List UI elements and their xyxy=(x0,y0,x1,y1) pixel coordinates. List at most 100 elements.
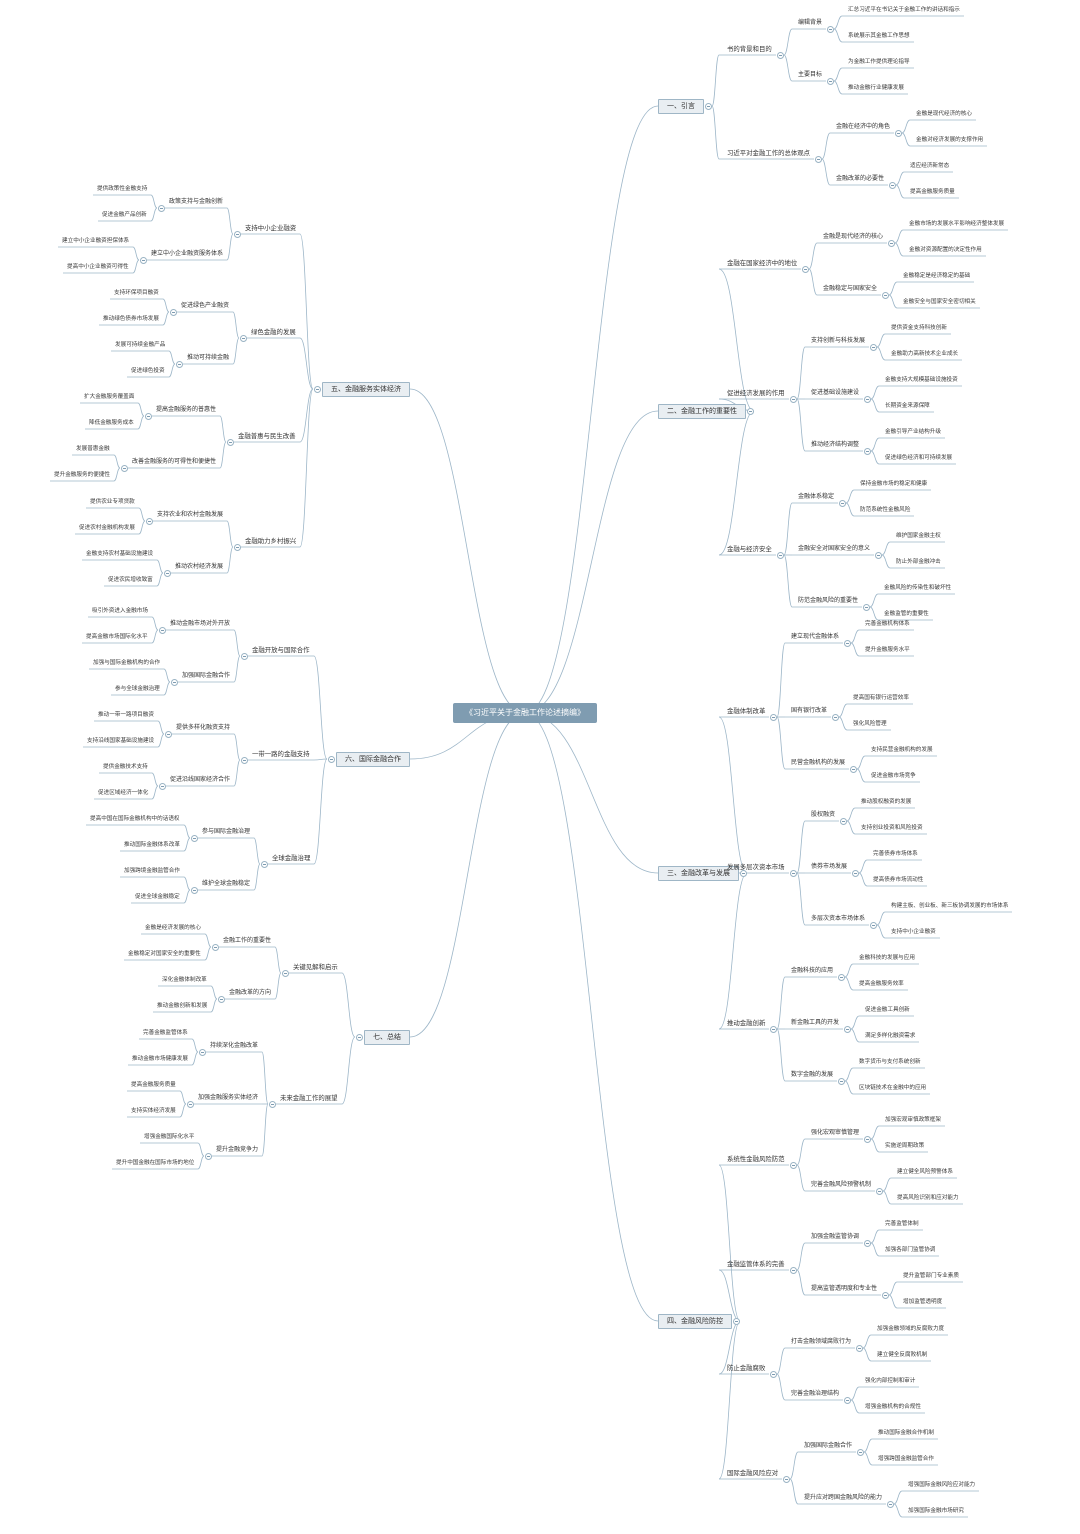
collapse-toggle-icon[interactable] xyxy=(776,51,784,59)
leaf-node[interactable]: 发展普惠金融 xyxy=(76,446,110,452)
branch-node[interactable]: 支持农业和农村金融发展 xyxy=(157,511,224,518)
collapse-toggle-icon[interactable] xyxy=(268,1100,276,1108)
branch-node[interactable]: 民营金融机构的发展 xyxy=(791,759,846,766)
leaf-node[interactable]: 推动金融行业健康发展 xyxy=(848,85,904,91)
collapse-toggle-icon[interactable] xyxy=(863,1135,871,1143)
collapse-toggle-icon[interactable] xyxy=(863,395,871,403)
leaf-node[interactable]: 发展可持续金融产品 xyxy=(115,342,166,348)
collapse-toggle-icon[interactable] xyxy=(704,102,712,110)
branch-node[interactable]: 促进基础设施建设 xyxy=(811,389,860,396)
branch-node[interactable]: 金融改革的方向 xyxy=(229,989,272,996)
subtopic-node[interactable]: 支持中小企业融资 xyxy=(245,224,297,232)
leaf-node[interactable]: 支持沿线国家基础设施建设 xyxy=(87,738,155,744)
branch-node[interactable]: 金融安全对国家安全的意义 xyxy=(798,545,871,552)
leaf-node[interactable]: 促进金融产品创新 xyxy=(102,212,147,218)
collapse-toggle-icon[interactable] xyxy=(144,412,152,420)
leaf-node[interactable]: 强化风险管理 xyxy=(853,721,887,727)
collapse-toggle-icon[interactable] xyxy=(843,639,851,647)
branch-node[interactable]: 金融体系稳定 xyxy=(798,493,835,500)
leaf-node[interactable]: 提高金融服务效率 xyxy=(859,981,904,987)
collapse-toggle-icon[interactable] xyxy=(887,239,895,247)
leaf-node[interactable]: 推动国际金融体系改革 xyxy=(124,842,180,848)
leaf-node[interactable]: 完善监管体制 xyxy=(885,1221,919,1227)
branch-node[interactable]: 维护全球金融稳定 xyxy=(202,880,251,887)
topic-node[interactable]: 五、金融服务实体经济 xyxy=(322,382,410,397)
branch-node[interactable]: 完善金融治理结构 xyxy=(791,1390,840,1397)
branch-node[interactable]: 促进沿线国家经济合作 xyxy=(170,776,231,783)
collapse-toggle-icon[interactable] xyxy=(789,869,797,877)
leaf-node[interactable]: 金融稳定对国家安全的重要性 xyxy=(128,951,201,957)
leaf-node[interactable]: 数字货币与支付系统创新 xyxy=(859,1059,921,1065)
collapse-toggle-icon[interactable] xyxy=(849,765,857,773)
leaf-node[interactable]: 防止外部金融冲击 xyxy=(896,559,941,565)
leaf-node[interactable]: 提高中国在国际金融机构中的话语权 xyxy=(90,816,180,822)
leaf-node[interactable]: 促进农民增收致富 xyxy=(108,577,153,583)
branch-node[interactable]: 多层次资本市场体系 xyxy=(811,915,866,922)
collapse-toggle-icon[interactable] xyxy=(826,77,834,85)
leaf-node[interactable]: 提高金融市场国际化水平 xyxy=(86,634,148,640)
branch-node[interactable]: 加强国际金融合作 xyxy=(182,672,231,679)
leaf-node[interactable]: 推动绿色债券市场发展 xyxy=(103,316,159,322)
leaf-node[interactable]: 金融是现代经济的核心 xyxy=(916,111,972,117)
collapse-toggle-icon[interactable] xyxy=(313,385,321,393)
leaf-node[interactable]: 加强宏观审慎政策框架 xyxy=(885,1117,941,1123)
branch-node[interactable]: 支持创新与科技发展 xyxy=(811,337,866,344)
collapse-toggle-icon[interactable] xyxy=(175,360,183,368)
branch-node[interactable]: 防范金融风险的重要性 xyxy=(798,597,859,604)
leaf-node[interactable]: 提供金融技术支持 xyxy=(103,764,148,770)
branch-node[interactable]: 推动金融市场对外开放 xyxy=(170,620,231,627)
leaf-node[interactable]: 金融监管的重要性 xyxy=(884,611,929,617)
leaf-node[interactable]: 扩大金融服务覆盖面 xyxy=(84,394,135,400)
topic-node[interactable]: 一、引言 xyxy=(658,99,704,114)
leaf-node[interactable]: 提高中小企业融资可得性 xyxy=(67,264,129,270)
branch-node[interactable]: 打击金融领域腐败行为 xyxy=(791,1338,852,1345)
leaf-node[interactable]: 完善债券市场体系 xyxy=(873,851,918,857)
leaf-node[interactable]: 适应经济新常态 xyxy=(910,163,950,169)
leaf-node[interactable]: 推动金融创新和发展 xyxy=(157,1003,208,1009)
leaf-node[interactable]: 加强跨境金融监管合作 xyxy=(124,868,180,874)
collapse-toggle-icon[interactable] xyxy=(169,308,177,316)
subtopic-node[interactable]: 一带一路的金融支持 xyxy=(252,750,310,758)
collapse-toggle-icon[interactable] xyxy=(732,1317,740,1325)
branch-node[interactable]: 改善金融服务的可得性和便捷性 xyxy=(132,458,217,465)
collapse-toggle-icon[interactable] xyxy=(894,129,902,137)
branch-node[interactable]: 参与国际金融治理 xyxy=(202,828,251,835)
leaf-node[interactable]: 保持金融市场的稳定和健康 xyxy=(860,481,928,487)
leaf-node[interactable]: 参与全球金融治理 xyxy=(115,686,160,692)
leaf-node[interactable]: 推动一带一路项目融资 xyxy=(98,712,154,718)
leaf-node[interactable]: 长期资金来源保障 xyxy=(885,403,930,409)
branch-node[interactable]: 数字金融的发展 xyxy=(791,1071,834,1078)
leaf-node[interactable]: 提供政策性金融支持 xyxy=(97,186,148,192)
branch-node[interactable]: 金融在经济中的角色 xyxy=(836,123,891,130)
branch-node[interactable]: 股权融资 xyxy=(811,811,836,818)
branch-node[interactable]: 金融改革的必要性 xyxy=(836,175,885,182)
leaf-node[interactable]: 提升金融服务的便捷性 xyxy=(54,472,110,478)
collapse-toggle-icon[interactable] xyxy=(355,1033,363,1041)
collapse-toggle-icon[interactable] xyxy=(874,551,882,559)
topic-node[interactable]: 三、金融改革与发展 xyxy=(658,866,739,881)
collapse-toggle-icon[interactable] xyxy=(163,569,171,577)
leaf-node[interactable]: 金融科技的发展与应用 xyxy=(859,955,915,961)
collapse-toggle-icon[interactable] xyxy=(862,603,870,611)
leaf-node[interactable]: 防范系统性金融风险 xyxy=(860,507,911,513)
leaf-node[interactable]: 构建主板、创业板、新三板协调发展的市场体系 xyxy=(891,903,1009,909)
leaf-node[interactable]: 支持民营金融机构的发展 xyxy=(871,747,933,753)
collapse-toggle-icon[interactable] xyxy=(769,1370,777,1378)
branch-node[interactable]: 完善金融风险预警机制 xyxy=(811,1181,872,1188)
leaf-node[interactable]: 增强国际金融风险应对能力 xyxy=(908,1482,976,1488)
leaf-node[interactable]: 提供农业专项贷款 xyxy=(90,499,135,505)
subtopic-node[interactable]: 金融普惠与民生改善 xyxy=(238,432,296,440)
branch-node[interactable]: 推动农村经济发展 xyxy=(175,563,224,570)
leaf-node[interactable]: 提供资金支持科技创新 xyxy=(891,325,947,331)
collapse-toggle-icon[interactable] xyxy=(233,543,241,551)
leaf-node[interactable]: 实施逆周期政策 xyxy=(885,1143,925,1149)
collapse-toggle-icon[interactable] xyxy=(327,755,335,763)
collapse-toggle-icon[interactable] xyxy=(186,1100,194,1108)
subtopic-node[interactable]: 防止金融腐败 xyxy=(727,1364,766,1372)
leaf-node[interactable]: 为金融工作提供理论指导 xyxy=(848,59,910,65)
leaf-node[interactable]: 满足多样化融资需求 xyxy=(865,1033,916,1039)
leaf-node[interactable]: 提高金融服务质量 xyxy=(910,189,955,195)
collapse-toggle-icon[interactable] xyxy=(838,499,846,507)
subtopic-node[interactable]: 金融开放与国际合作 xyxy=(252,646,310,654)
topic-node[interactable]: 七、总结 xyxy=(364,1030,410,1045)
